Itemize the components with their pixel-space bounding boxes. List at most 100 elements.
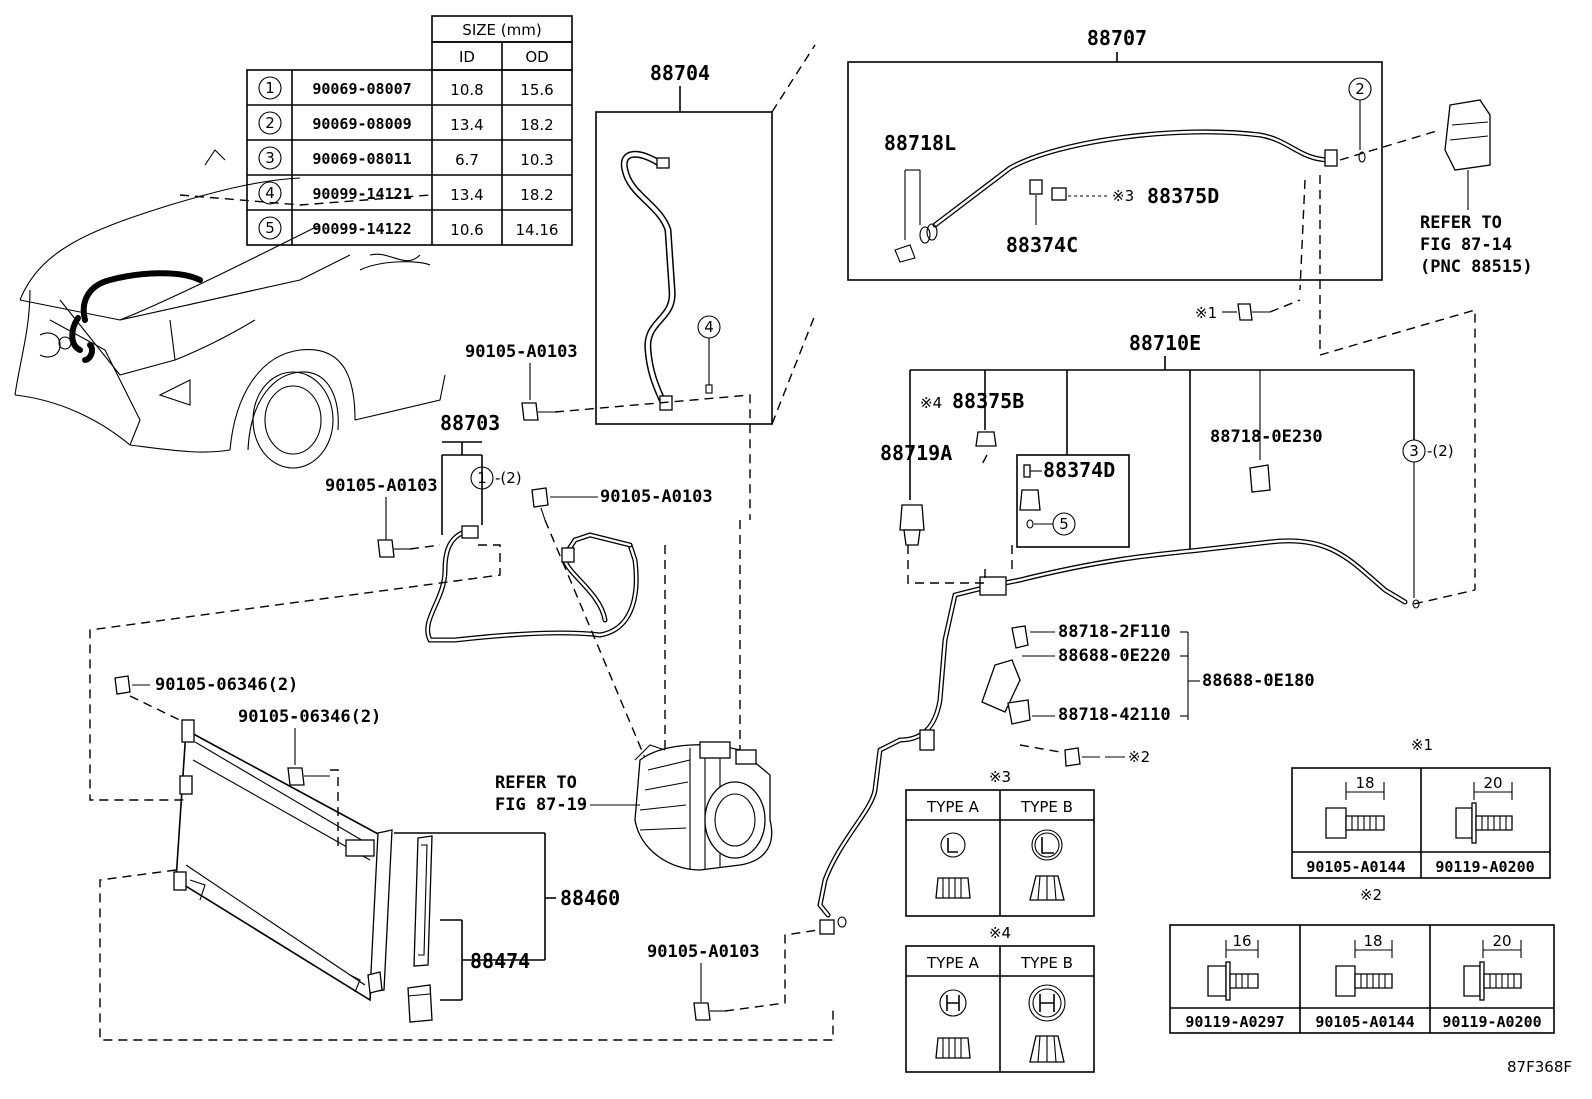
- row-id: 6.7: [455, 151, 479, 169]
- row-part: 90099-14121: [312, 185, 411, 203]
- refer2-line1: REFER TO: [495, 773, 577, 793]
- bolt-box-2-part-1: 90105-A0144: [1315, 1013, 1414, 1031]
- label-88375B: 88375B: [952, 389, 1024, 413]
- row-part: 90099-14122: [312, 220, 411, 238]
- bolt-box-1: ※1 18 90105-A0144 20 90119-A0200: [1291, 736, 1551, 879]
- label-88688-0E180: 88688-0E180: [1202, 671, 1315, 691]
- pipe-88710E: 88710E ※4 88375B 88719A 88374D 5 88718-0…: [817, 331, 1454, 935]
- bolt-icon: ※2: [1064, 747, 1150, 767]
- label-88703: 88703: [440, 411, 500, 435]
- bolt-box-1-mark: ※1: [1411, 736, 1433, 754]
- label-88719A: 88719A: [880, 441, 952, 465]
- label-88460: 88460: [560, 886, 620, 910]
- col-od: OD: [525, 48, 548, 66]
- row-num: 3: [265, 149, 275, 167]
- bolt-label-f: 90105-06346(2): [238, 707, 381, 727]
- label-88375D: 88375D: [1147, 184, 1219, 208]
- refer1-line2: FIG 87-14: [1420, 235, 1512, 255]
- bolt-label-e: 90105-06346(2): [155, 675, 298, 695]
- row-part: 90069-08011: [312, 150, 411, 168]
- label-88374D: 88374D: [1043, 458, 1115, 482]
- vehicle-icon: [14, 149, 446, 469]
- label-88707: 88707: [1087, 26, 1147, 50]
- col-id: ID: [459, 48, 475, 66]
- label-88718L: 88718L: [884, 131, 956, 155]
- row-id: 13.4: [450, 186, 483, 204]
- row-od: 10.3: [520, 151, 553, 169]
- refer-87-19: REFER TO FIG 87-19: [495, 773, 640, 815]
- label-88374C: 88374C: [1006, 233, 1078, 257]
- bolt-icon: 90105-06346(2): [114, 675, 298, 695]
- circle-number: 2: [1355, 80, 1365, 98]
- row-od: 18.2: [520, 116, 553, 134]
- type-box-3: ※3 TYPE A TYPE B: [905, 768, 1095, 917]
- hose-88704: 88704 4: [595, 61, 773, 425]
- size-table: SIZE (mm) ID OD 1 90069-08007 10.8 15.6 …: [246, 15, 573, 246]
- bolt-box-2-mark: ※2: [1360, 886, 1382, 904]
- row-od: 18.2: [520, 186, 553, 204]
- table-row: 2 90069-08009 13.4 18.2: [258, 111, 554, 135]
- row-id: 10.6: [450, 221, 483, 239]
- table-row: 3 90069-08011 6.7 10.3: [258, 146, 554, 170]
- bolt-icon: 90105-A0103: [647, 942, 760, 1021]
- label-88718-2F110: 88718-2F110: [1058, 622, 1171, 642]
- circle-number: 5: [1059, 515, 1069, 533]
- bolt-box-2-part-2: 90119-A0200: [1442, 1013, 1541, 1031]
- row-num: 2: [265, 114, 275, 132]
- refer1-line3: (PNC 88515): [1420, 257, 1533, 277]
- bolt-label-b: 90105-A0103: [325, 476, 438, 496]
- c3-qty: -(2): [1427, 442, 1454, 460]
- row-num: 5: [265, 219, 275, 237]
- condenser-icon: [173, 719, 393, 1002]
- bolt-box-2-len-1: 18: [1363, 932, 1382, 950]
- bolt-box-1-len-0: 18: [1355, 774, 1374, 792]
- circle-number: 4: [704, 318, 714, 336]
- row-num: 4: [265, 184, 275, 202]
- receiver-88474: [407, 835, 433, 1023]
- row-num: 1: [265, 79, 275, 97]
- type-box-3-a: TYPE A: [926, 798, 980, 816]
- mark1-label: ※1: [1195, 304, 1217, 322]
- label-88474: 88474: [470, 949, 530, 973]
- bolt-icon: 90105-A0103: [531, 487, 713, 521]
- mark3-label: ※3: [1112, 187, 1134, 205]
- row-od: 14.16: [516, 221, 559, 239]
- table-row: 1 90069-08007 10.8 15.6: [258, 76, 554, 100]
- bolt-icon: 90105-A0103: [465, 342, 578, 421]
- type-box-3-b: TYPE B: [1020, 798, 1073, 816]
- bolt-label-c: 90105-A0103: [600, 487, 713, 507]
- circle-number: 1: [477, 469, 487, 487]
- row-part: 90069-08009: [312, 115, 411, 133]
- type-box-4-mark: ※4: [989, 924, 1011, 942]
- type-box-4-a: TYPE A: [926, 954, 980, 972]
- pipe-88707: 88707 88718L 88374C ※3 88375D 2: [847, 26, 1383, 281]
- label-88718-0E230: 88718-0E230: [1210, 427, 1323, 447]
- refer2-line2: FIG 87-19: [495, 795, 587, 815]
- type-box-4: ※4 TYPE A TYPE B: [905, 924, 1095, 1073]
- bolt-icon: ※1: [1195, 303, 1270, 322]
- row-id: 13.4: [450, 116, 483, 134]
- hose-88703: 88703 1 -(2): [425, 411, 639, 643]
- bolt-box-2-part-0: 90119-A0297: [1185, 1013, 1284, 1031]
- row-od: 15.6: [520, 81, 553, 99]
- label-88710E: 88710E: [1129, 331, 1201, 355]
- type-box-3-mark: ※3: [989, 768, 1011, 786]
- label-88704: 88704: [650, 61, 710, 85]
- cap-icon: [935, 1037, 971, 1059]
- compressor-icon: [634, 741, 773, 871]
- table-row: 4 90099-14121 13.4 18.2: [258, 181, 554, 205]
- bolt-box-2-len-2: 20: [1492, 932, 1511, 950]
- circle-number: 3: [1409, 442, 1419, 460]
- refer1-line1: REFER TO: [1420, 213, 1502, 233]
- type-box-4-b: TYPE B: [1020, 954, 1073, 972]
- row-part: 90069-08007: [312, 80, 411, 98]
- bolt-box-1-part-1: 90119-A0200: [1435, 858, 1534, 876]
- row-id: 10.8: [450, 81, 483, 99]
- bolt-box-1-len-1: 20: [1483, 774, 1502, 792]
- bolt-label-a: 90105-A0103: [465, 342, 578, 362]
- mark2-label: ※2: [1128, 748, 1150, 766]
- table-row: 5 90099-14122 10.6 14.16: [258, 216, 559, 240]
- callout-88460: 88460 88474: [394, 832, 620, 1001]
- refer-87-14: REFER TO FIG 87-14 (PNC 88515): [1420, 99, 1533, 277]
